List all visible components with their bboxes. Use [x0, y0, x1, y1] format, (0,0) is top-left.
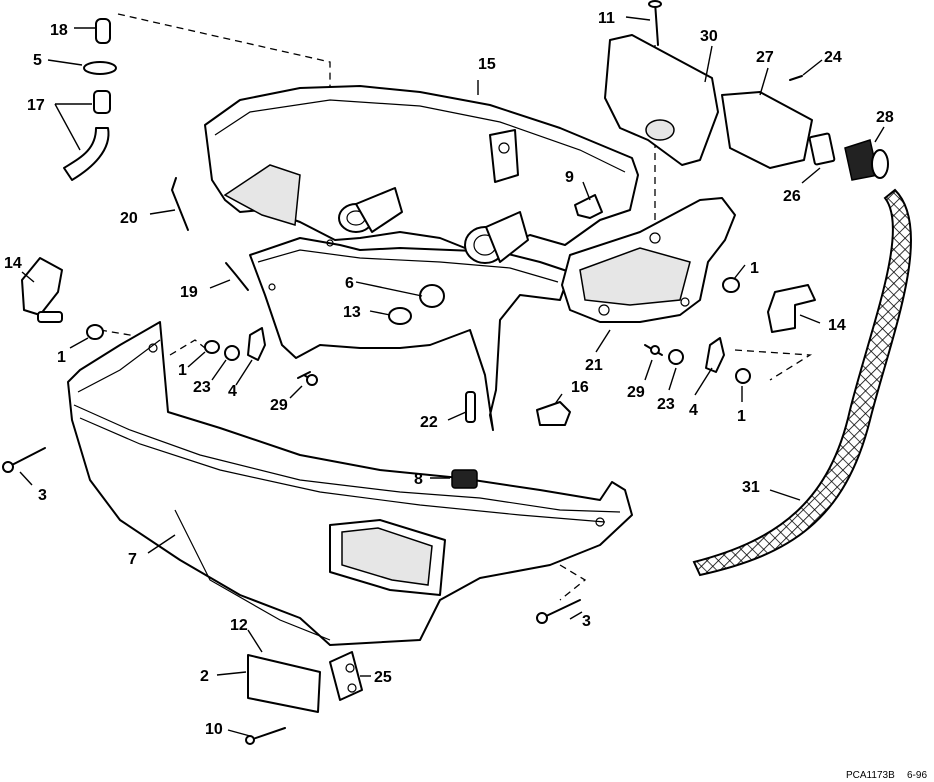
callout-6: 6	[345, 275, 354, 292]
callout-24: 24	[824, 49, 842, 66]
callout-26: 26	[783, 188, 801, 205]
callout-2: 2	[200, 668, 209, 685]
callout-9: 9	[565, 169, 574, 186]
part-30-shell	[604, 34, 719, 166]
part-19-clip	[225, 262, 249, 291]
callout-1-mid: 1	[178, 362, 187, 379]
part-14-latch-left	[21, 257, 63, 316]
callout-21: 21	[585, 357, 603, 374]
callout-29-left: 29	[270, 397, 288, 414]
callout-3-left: 3	[38, 487, 47, 504]
callout-16: 16	[571, 379, 589, 396]
callout-23-right: 23	[657, 396, 675, 413]
callout-25: 25	[374, 669, 392, 686]
callout-11: 11	[598, 10, 615, 27]
part-27-housing	[721, 91, 813, 169]
part-5-clamp	[83, 61, 117, 75]
part-14-latch-right	[767, 284, 816, 333]
callout-13: 13	[343, 304, 361, 321]
callout-23-left: 23	[193, 379, 211, 396]
part-18-cap	[95, 18, 111, 44]
callout-14-right: 14	[828, 317, 846, 334]
callout-18: 18	[50, 22, 68, 39]
part-17-hose	[63, 127, 110, 181]
lower-cowl	[67, 321, 633, 646]
leader-lines	[19, 16, 885, 737]
callout-4-left: 4	[228, 383, 237, 400]
upper-cowl-frame	[204, 85, 639, 431]
callout-15: 15	[478, 56, 496, 73]
bracket-21	[561, 197, 736, 323]
callout-8: 8	[414, 471, 423, 488]
part-31-mesh-seal	[692, 188, 913, 577]
callout-27: 27	[756, 49, 774, 66]
callout-14-left: 14	[4, 255, 22, 272]
callout-22: 22	[420, 414, 438, 431]
callout-1-left: 1	[57, 349, 66, 366]
callout-1-right-top: 1	[750, 260, 759, 277]
callout-20: 20	[120, 210, 138, 227]
callout-17: 17	[27, 97, 45, 114]
small-parts	[2, 0, 913, 745]
figure-date: 6-96	[907, 770, 927, 781]
callout-10: 10	[205, 721, 223, 738]
callout-5: 5	[33, 52, 42, 69]
callout-labels: 18 5 17 20 14 19 1 1 23 4 29 6 13 15 9 1…	[4, 10, 894, 738]
callout-3-right: 3	[582, 613, 591, 630]
callout-30: 30	[700, 28, 718, 45]
callout-19: 19	[180, 284, 198, 301]
callout-28: 28	[876, 109, 894, 126]
part-2-plate	[247, 654, 321, 713]
part-20-spring	[171, 177, 189, 231]
callout-1-right-bottom: 1	[737, 408, 746, 425]
callout-29-right: 29	[627, 384, 645, 401]
figure-code-footer: PCA1173B 6-96	[846, 770, 927, 781]
callout-12: 12	[230, 617, 248, 634]
figure-code: PCA1173B	[846, 770, 895, 781]
callout-4-right: 4	[689, 402, 698, 419]
callout-7: 7	[128, 551, 137, 568]
callout-31: 31	[742, 479, 760, 496]
